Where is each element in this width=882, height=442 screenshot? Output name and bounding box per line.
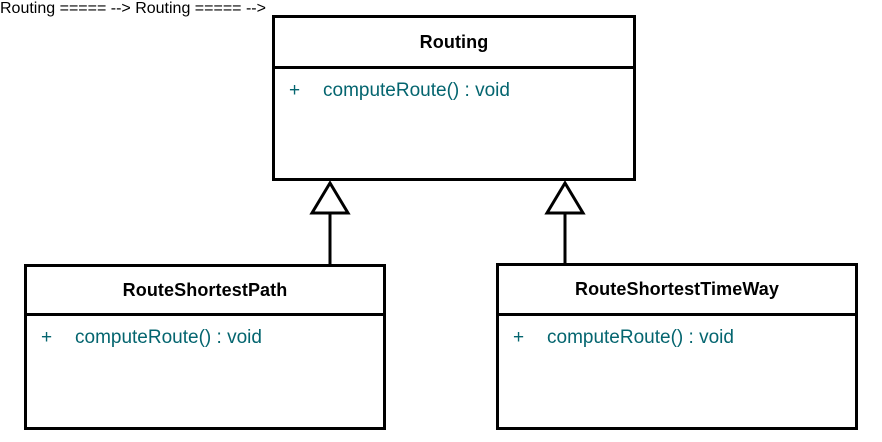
- class-header-routing: Routing: [275, 18, 633, 69]
- class-box-routing[interactable]: Routing + computeRoute() : void: [272, 15, 636, 181]
- class-box-route-shortest-time-way[interactable]: RouteShortestTimeWay + computeRoute() : …: [496, 263, 858, 430]
- class-members-route-shortest-time-way: + computeRoute() : void: [499, 316, 855, 350]
- class-members-route-shortest-path: + computeRoute() : void: [27, 316, 383, 350]
- member-signature: computeRoute() : void: [323, 80, 510, 101]
- generalization-route-shortest-time-way-to-routing[interactable]: [525, 178, 605, 278]
- hollow-triangle-icon: [544, 180, 586, 215]
- class-members-routing: + computeRoute() : void: [275, 69, 633, 103]
- class-header-route-shortest-time-way: RouteShortestTimeWay: [499, 266, 855, 316]
- class-header-route-shortest-path: RouteShortestPath: [27, 267, 383, 316]
- class-name-route-shortest-path: RouteShortestPath: [122, 279, 288, 300]
- class-box-route-shortest-path[interactable]: RouteShortestPath + computeRoute() : voi…: [24, 264, 386, 430]
- member-visibility-icon: +: [513, 327, 525, 348]
- member-visibility-icon: +: [289, 80, 301, 101]
- hollow-triangle-icon: [309, 180, 351, 215]
- class-name-route-shortest-time-way: RouteShortestTimeWay: [574, 279, 780, 299]
- member-signature: computeRoute() : void: [547, 327, 734, 348]
- class-member-row[interactable]: + computeRoute() : void: [499, 326, 855, 350]
- generalization-route-shortest-path-to-routing[interactable]: [290, 178, 370, 278]
- class-member-row[interactable]: + computeRoute() : void: [27, 326, 383, 350]
- class-name-routing: Routing: [419, 31, 489, 52]
- class-member-row[interactable]: + computeRoute() : void: [275, 79, 633, 103]
- member-visibility-icon: +: [41, 327, 53, 348]
- member-signature: computeRoute() : void: [75, 327, 262, 348]
